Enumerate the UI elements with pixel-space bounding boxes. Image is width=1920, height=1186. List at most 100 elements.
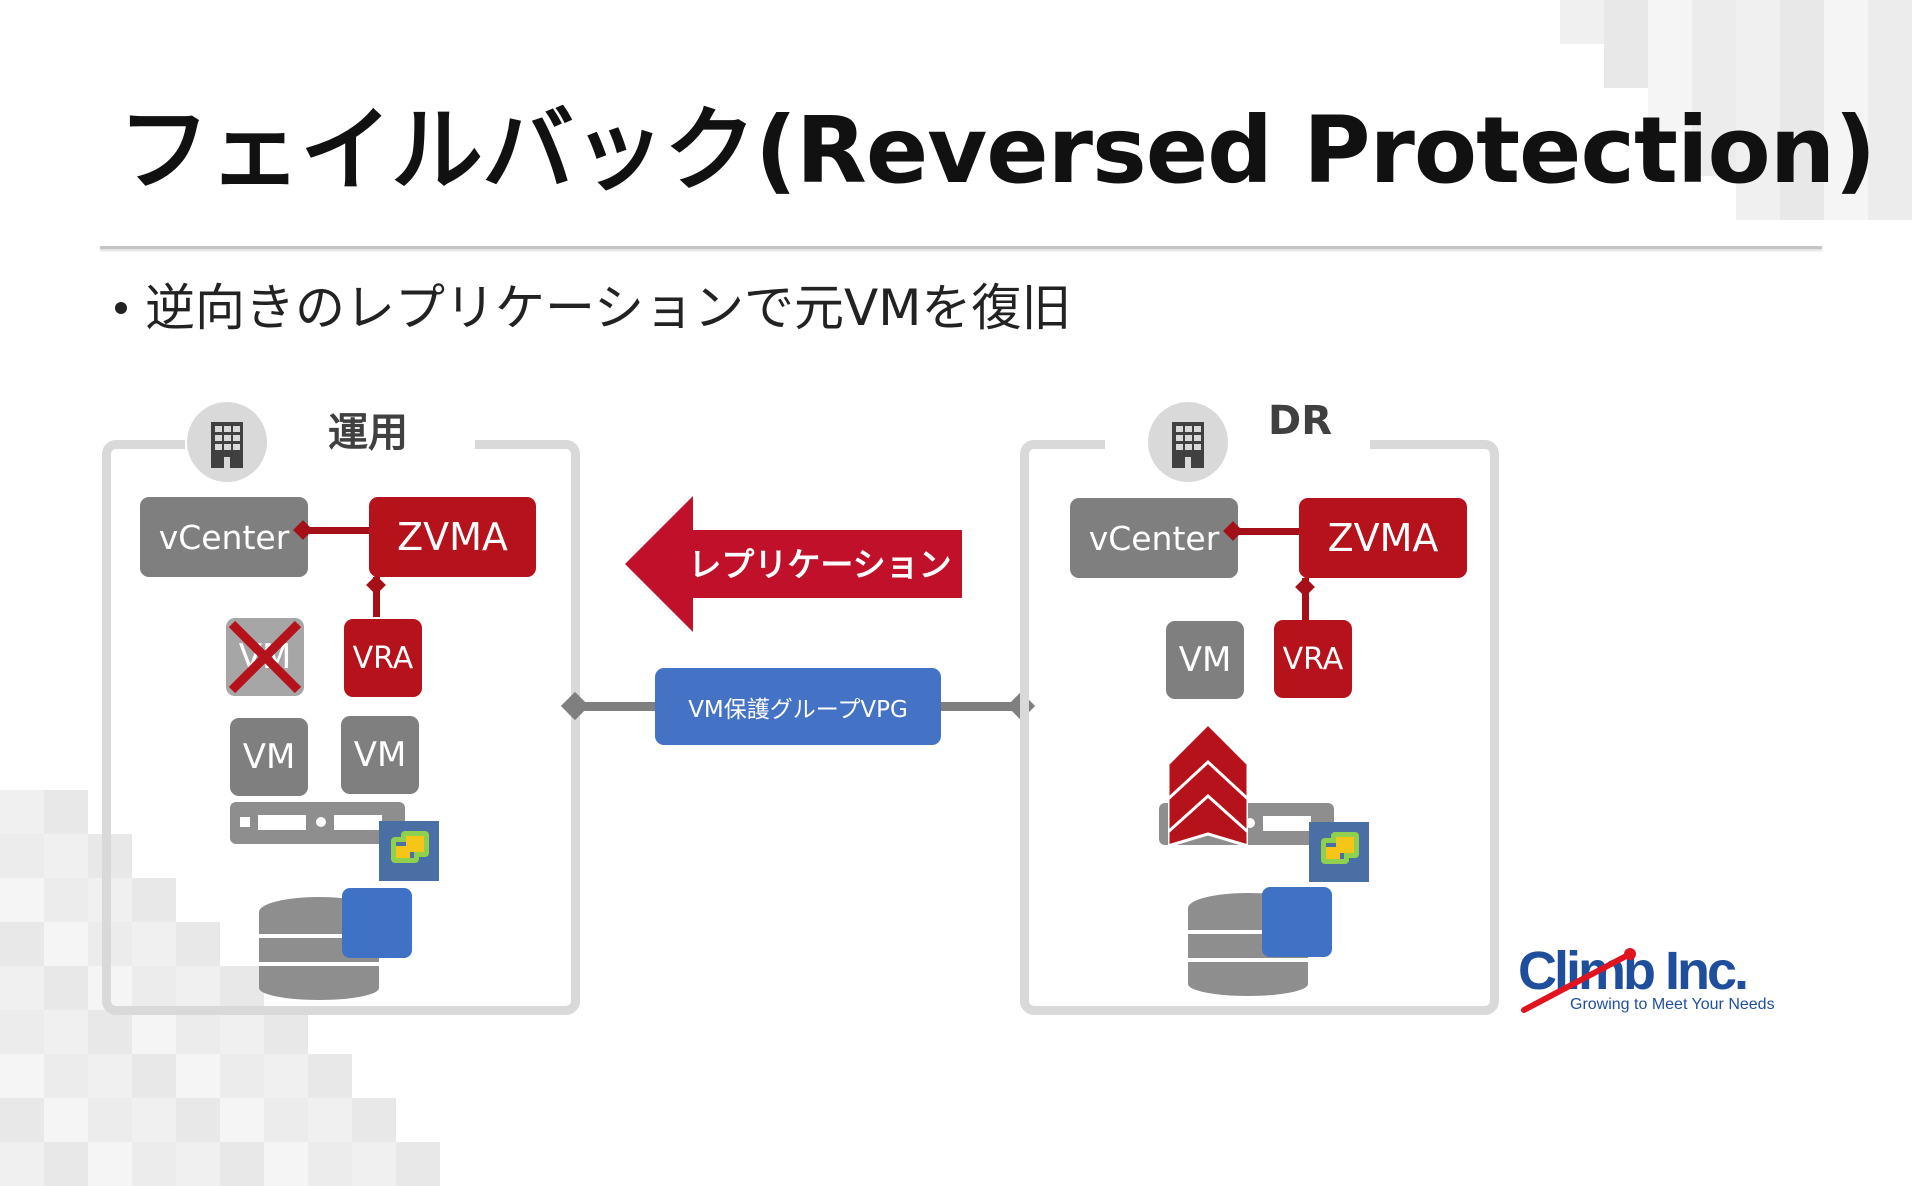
background-tile <box>132 878 176 922</box>
vm-disk-block <box>1262 887 1332 957</box>
background-tile <box>0 1142 44 1186</box>
vmware-icon <box>1309 822 1369 882</box>
background-tile <box>0 966 44 1010</box>
slide-title: フェイルバック(Reversed Protection) <box>118 97 1876 204</box>
background-tile <box>1824 44 1868 88</box>
background-tile <box>396 1142 440 1186</box>
background-tile <box>220 966 264 1010</box>
background-tile <box>132 1010 176 1054</box>
background-tile <box>176 1098 220 1142</box>
background-tile <box>44 966 88 1010</box>
background-tile <box>176 1010 220 1054</box>
building-icon <box>211 422 243 468</box>
background-tile <box>220 1142 264 1186</box>
primary-building-badge <box>187 402 267 482</box>
background-tile <box>1868 0 1912 44</box>
primary-vra: VRA <box>344 619 422 697</box>
background-tile <box>176 922 220 966</box>
background-tile <box>264 1010 308 1054</box>
background-tile <box>44 1142 88 1186</box>
background-tile <box>0 834 44 878</box>
primary-vm: VM <box>341 716 419 794</box>
background-tile <box>1736 0 1780 44</box>
background-tile <box>0 1098 44 1142</box>
dr-zvma-vra-link <box>1302 578 1309 620</box>
background-tile <box>308 1142 352 1186</box>
bullet-dot <box>115 301 127 314</box>
background-tile <box>264 1098 308 1142</box>
background-tile <box>1648 0 1692 44</box>
background-tile <box>1780 88 1824 132</box>
background-tile <box>132 966 176 1010</box>
logo-swoosh <box>1521 948 1636 1013</box>
background-tile <box>0 1010 44 1054</box>
background-tile <box>352 1142 396 1186</box>
background-tile <box>1868 176 1912 220</box>
background-tile <box>44 922 88 966</box>
background-tile <box>0 878 44 922</box>
background-tile <box>176 966 220 1010</box>
background-tile <box>264 1142 308 1186</box>
background-tile <box>1560 0 1604 44</box>
background-tile <box>1604 0 1648 44</box>
vm-disk-block <box>342 888 412 958</box>
background-tile <box>0 922 44 966</box>
background-tile <box>352 1098 396 1142</box>
background-tile <box>44 878 88 922</box>
primary-zvma: ZVMA <box>369 497 536 577</box>
x-mark-icon <box>228 620 302 694</box>
background-tile <box>1824 132 1868 176</box>
background-tile <box>220 1098 264 1142</box>
background-tile <box>1648 44 1692 88</box>
background-tile <box>220 1010 264 1054</box>
background-tile <box>1736 88 1780 132</box>
server-icon <box>230 802 405 844</box>
background-tile <box>1648 88 1692 132</box>
dr-vra: VRA <box>1274 620 1352 698</box>
background-tile <box>0 790 44 834</box>
logo-tagline: Growing to Meet Your Needs <box>1570 996 1775 1013</box>
background-tile <box>308 1054 352 1098</box>
title-divider <box>100 246 1822 249</box>
background-tile <box>44 790 88 834</box>
background-tile <box>176 1054 220 1098</box>
background-tile <box>1692 88 1736 132</box>
background-tile <box>1736 44 1780 88</box>
background-tile <box>1736 176 1780 220</box>
background-tile <box>88 1098 132 1142</box>
background-tile <box>132 1054 176 1098</box>
background-tile <box>1824 0 1868 44</box>
dr-vm: VM <box>1166 621 1244 699</box>
building-icon <box>1172 422 1204 468</box>
primary-vcenter: vCenter <box>140 497 308 577</box>
dr-building-badge <box>1148 402 1228 482</box>
primary-failed-vm: VM <box>226 618 304 696</box>
background-tile <box>88 1010 132 1054</box>
primary-vm: VM <box>230 718 308 796</box>
replication-arrow <box>625 496 962 632</box>
background-tile <box>220 1054 264 1098</box>
vpg-box: VM保護グループVPG <box>655 668 941 745</box>
background-tile <box>1780 44 1824 88</box>
background-tile <box>1868 44 1912 88</box>
vmware-icon <box>379 821 439 881</box>
company-logo: Climb Inc. Growing to Meet Your Needs <box>1518 940 1828 1020</box>
background-tile <box>1824 176 1868 220</box>
background-tile <box>1692 44 1736 88</box>
primary-vcenter-zvma-link <box>305 527 371 534</box>
background-tile <box>44 1010 88 1054</box>
background-tile <box>1780 176 1824 220</box>
background-tile <box>132 1142 176 1186</box>
dr-site-label: DR <box>1268 398 1333 444</box>
replication-label: レプリケーション <box>688 545 952 584</box>
dr-zvma: ZVMA <box>1299 498 1467 578</box>
vpg-connector-left <box>578 702 658 711</box>
background-tile <box>132 922 176 966</box>
background-tile <box>44 1054 88 1098</box>
background-tile <box>1604 44 1648 88</box>
primary-site-label: 運用 <box>328 410 408 456</box>
background-tile <box>1692 132 1736 176</box>
background-tile <box>88 1054 132 1098</box>
background-tile <box>1824 88 1868 132</box>
background-tile <box>132 1098 176 1142</box>
